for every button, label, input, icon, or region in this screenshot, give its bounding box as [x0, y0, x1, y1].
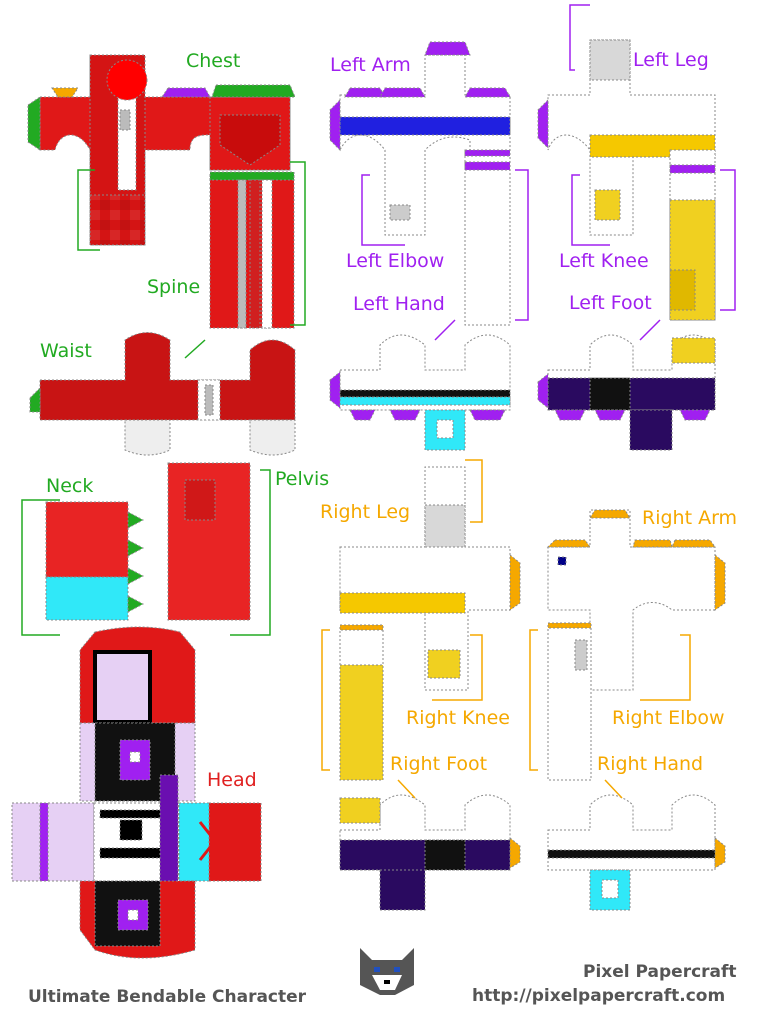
waist-piece [29, 332, 296, 456]
left-foot-piece [537, 334, 716, 451]
label-left-arm: Left Arm [330, 54, 411, 76]
chest-piece [27, 54, 296, 246]
right-foot-piece [339, 794, 521, 911]
right-hand-piece [547, 794, 726, 911]
label-right-knee: Right Knee [406, 707, 510, 729]
label-waist: Waist [40, 340, 92, 362]
label-left-knee: Left Knee [559, 250, 649, 272]
label-left-foot: Left Foot [569, 292, 652, 314]
label-left-leg: Left Leg [633, 49, 709, 71]
head-piece [11, 626, 262, 959]
connector-brackets [21, 4, 736, 771]
label-right-foot: Right Foot [390, 753, 488, 775]
label-right-arm: Right Arm [642, 507, 738, 529]
pelvis-piece [167, 462, 251, 621]
right-leg-piece [339, 466, 521, 781]
label-chest: Chest [186, 50, 241, 72]
left-arm-piece [329, 41, 511, 326]
neck-piece [45, 501, 145, 621]
diagonal-arrows [184, 319, 661, 799]
spine-piece [209, 171, 295, 329]
label-neck: Neck [46, 475, 94, 497]
left-leg-piece [537, 39, 716, 321]
footer-url[interactable]: http://pixelpapercraft.com [472, 986, 726, 1006]
label-spine: Spine [147, 276, 201, 298]
footer-title: Ultimate Bendable Character [28, 987, 307, 1007]
label-left-elbow: Left Elbow [346, 250, 445, 272]
right-arm-piece [546, 509, 726, 781]
label-left-hand: Left Hand [353, 293, 445, 315]
label-right-leg: Right Leg [320, 501, 411, 523]
label-right-hand: Right Hand [597, 753, 704, 775]
label-pelvis: Pelvis [275, 468, 330, 490]
left-hand-piece [329, 334, 511, 451]
label-head: Head [207, 769, 257, 791]
footer-brand: Pixel Papercraft [583, 962, 737, 982]
label-right-elbow: Right Elbow [612, 707, 725, 729]
wolf-logo-icon [357, 945, 417, 995]
